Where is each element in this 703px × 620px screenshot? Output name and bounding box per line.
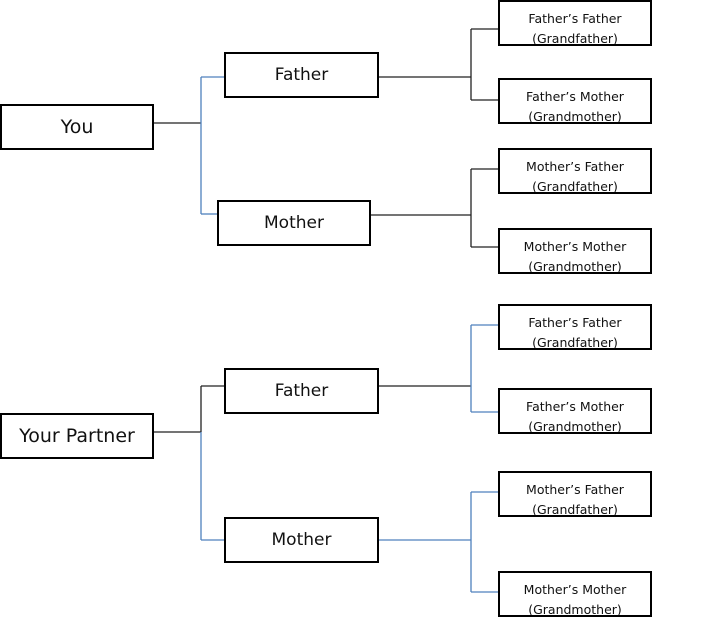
root-box-you: You [0,104,154,150]
grandparent-box: Mother’s Father (Grandfather) [498,148,652,194]
grandparent-role: (Grandfather) [532,335,618,350]
grandparent-relation: Father’s Mother [526,399,624,414]
grandparent-relation: Father’s Father [528,11,622,26]
grandparent-relation: Mother’s Father [526,482,624,497]
grandparent-box: Mother’s Mother (Grandmother) [498,228,652,274]
grandparent-box: Father’s Father (Grandfather) [498,304,652,350]
parent-label: Father [274,381,329,401]
root-box-your-partner: Your Partner [0,413,154,459]
parent-box-mother: Mother [217,200,371,246]
grandparent-box: Mother’s Mother (Grandmother) [498,571,652,617]
parent-label: Mother [264,213,324,233]
grandparent-role: (Grandfather) [532,31,618,46]
grandparent-box: Mother’s Father (Grandfather) [498,471,652,517]
grandparent-role: (Grandmother) [528,259,622,274]
grandparent-role: (Grandmother) [528,602,622,617]
grandparent-relation: Mother’s Mother [523,239,627,254]
grandparent-box: Father’s Father (Grandfather) [498,0,652,46]
grandparent-role: (Grandmother) [528,419,622,434]
root-label: You [60,116,94,138]
grandparent-role: (Grandmother) [528,109,622,124]
grandparent-box: Father’s Mother (Grandmother) [498,388,652,434]
parent-label: Father [274,65,329,85]
grandparent-relation: Mother’s Mother [523,582,627,597]
grandparent-role: (Grandfather) [532,502,618,517]
grandparent-relation: Mother’s Father [526,159,624,174]
grandparent-relation: Father’s Mother [526,89,624,104]
parent-label: Mother [271,530,332,550]
grandparent-role: (Grandfather) [532,179,618,194]
grandparent-box: Father’s Mother (Grandmother) [498,78,652,124]
root-label: Your Partner [19,425,135,447]
parent-box-father: Father [224,368,379,414]
grandparent-relation: Father’s Father [528,315,622,330]
parent-box-mother: Mother [224,517,379,563]
parent-box-father: Father [224,52,379,98]
